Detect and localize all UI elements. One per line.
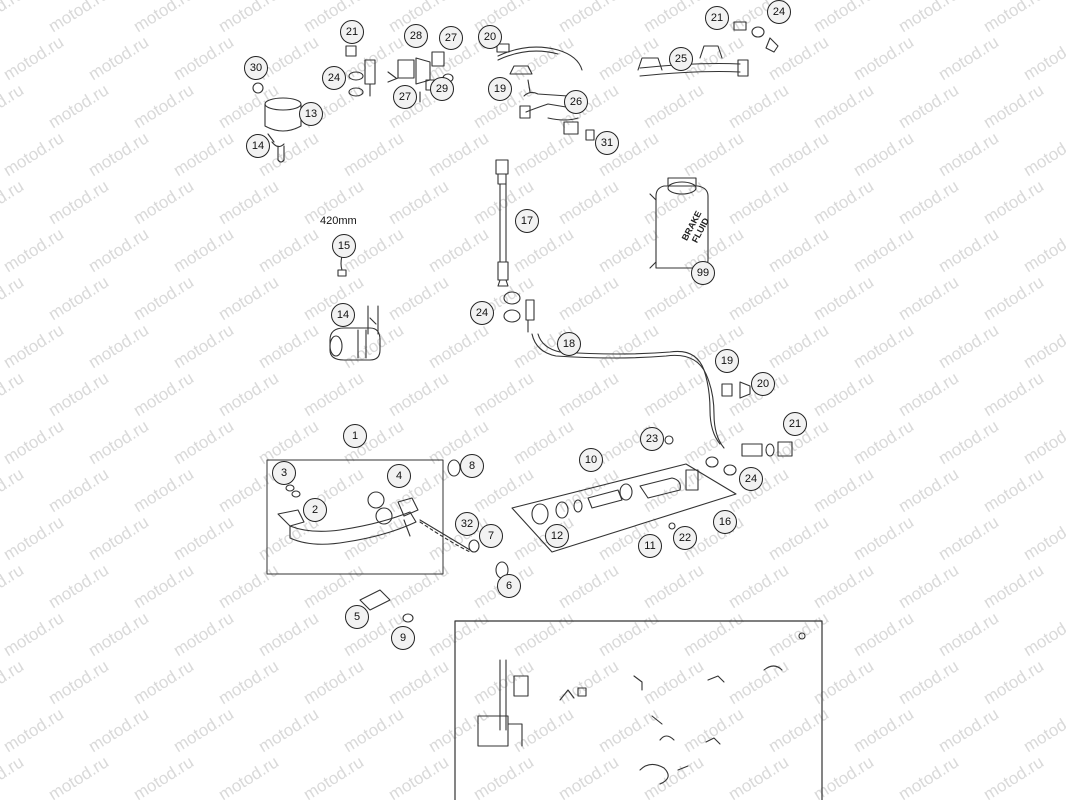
callout-part-24[interactable]: 24 — [767, 0, 791, 24]
callout-part-25[interactable]: 25 — [669, 47, 693, 71]
callout-part-24[interactable]: 24 — [470, 301, 494, 325]
callout-part-14[interactable]: 14 — [331, 303, 355, 327]
callout-part-20[interactable]: 20 — [478, 25, 502, 49]
callout-part-24[interactable]: 24 — [739, 467, 763, 491]
callout-part-30[interactable]: 30 — [244, 56, 268, 80]
callout-part-26[interactable]: 26 — [564, 90, 588, 114]
callout-part-12[interactable]: 12 — [545, 524, 569, 548]
brake-pedal-group — [266, 459, 509, 623]
master-cylinder-kit — [511, 463, 737, 553]
callout-part-11[interactable]: 11 — [638, 534, 662, 558]
callout-part-32[interactable]: 32 — [455, 512, 479, 536]
callout-part-16[interactable]: 16 — [713, 510, 737, 534]
callout-part-14[interactable]: 14 — [246, 134, 270, 158]
callout-part-29[interactable]: 29 — [430, 77, 454, 101]
reservoir-lower — [329, 305, 381, 361]
callout-part-3[interactable]: 3 — [272, 461, 296, 485]
callout-part-19[interactable]: 19 — [488, 77, 512, 101]
banjo-fitting-mid — [503, 291, 535, 333]
callout-part-24[interactable]: 24 — [322, 66, 346, 90]
callout-part-19[interactable]: 19 — [715, 349, 739, 373]
callout-part-2[interactable]: 2 — [303, 498, 327, 522]
callout-part-27[interactable]: 27 — [393, 85, 417, 109]
callout-part-31[interactable]: 31 — [595, 131, 619, 155]
callout-part-8[interactable]: 8 — [460, 454, 484, 478]
hose-length-label: 420mm — [320, 215, 357, 227]
callout-part-10[interactable]: 10 — [579, 448, 603, 472]
callout-part-22[interactable]: 22 — [673, 526, 697, 550]
callout-part-15[interactable]: 15 — [332, 234, 356, 258]
callout-part-18[interactable]: 18 — [557, 332, 581, 356]
rear-banjo-fittings — [664, 381, 793, 476]
brake-hose-vertical — [495, 159, 509, 287]
callout-part-21[interactable]: 21 — [705, 6, 729, 30]
callout-part-7[interactable]: 7 — [479, 524, 503, 548]
reservoir-assembly — [252, 82, 302, 163]
callout-part-27[interactable]: 27 — [439, 26, 463, 50]
callout-part-28[interactable]: 28 — [404, 24, 428, 48]
callout-part-9[interactable]: 9 — [391, 626, 415, 650]
callout-part-21[interactable]: 21 — [783, 412, 807, 436]
hose-clips-group — [637, 21, 779, 77]
callout-part-6[interactable]: 6 — [497, 574, 521, 598]
callout-part-20[interactable]: 20 — [751, 372, 775, 396]
callout-part-4[interactable]: 4 — [387, 464, 411, 488]
callout-part-23[interactable]: 23 — [640, 427, 664, 451]
callout-part-5[interactable]: 5 — [345, 605, 369, 629]
callout-part-1[interactable]: 1 — [343, 424, 367, 448]
callout-part-17[interactable]: 17 — [515, 209, 539, 233]
callout-part-13[interactable]: 13 — [299, 102, 323, 126]
callout-part-99[interactable]: 99 — [691, 261, 715, 285]
callout-part-21[interactable]: 21 — [340, 20, 364, 44]
hose-420mm — [337, 255, 347, 277]
overview-inset — [454, 620, 823, 800]
